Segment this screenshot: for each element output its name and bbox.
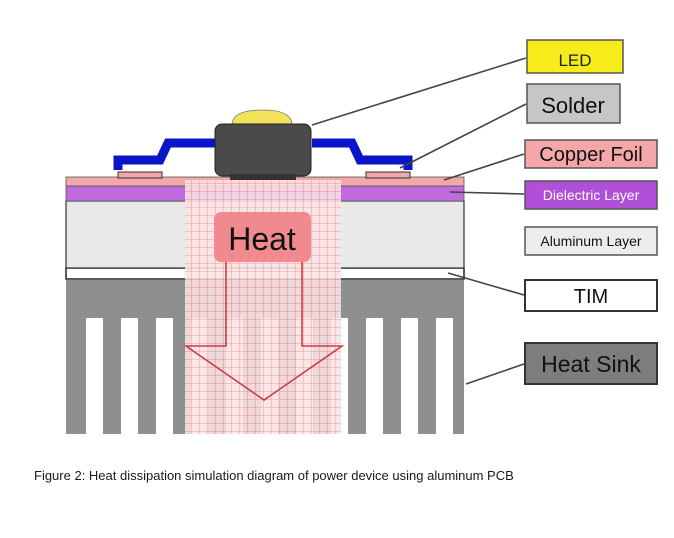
label-aluminum-text: Aluminum Layer	[540, 233, 641, 249]
label-tim-text: TIM	[574, 286, 608, 308]
label-solder: Solder	[526, 83, 621, 124]
led-package	[214, 123, 312, 177]
heat-label: Heat	[228, 221, 296, 257]
label-aluminum-box	[524, 226, 658, 256]
label-tim-box	[524, 279, 658, 312]
label-heat-sink-text: Heat Sink	[541, 351, 641, 377]
left-pad	[117, 171, 163, 179]
label-led-box	[526, 39, 624, 74]
label-heat-sink: Heat Sink	[524, 342, 658, 385]
label-copper-foil: Copper Foil	[524, 139, 658, 169]
heat-sink-body	[66, 280, 464, 434]
label-copper-foil-box	[524, 139, 658, 169]
heat-arrow	[183, 262, 345, 401]
label-copper-foil-text: Copper Foil	[539, 144, 642, 166]
leader-lines	[311, 57, 527, 385]
led-dome	[231, 109, 293, 126]
label-dielectric-box	[524, 180, 658, 210]
label-solder-box	[526, 83, 621, 124]
figure-caption: Figure 2: Heat dissipation simulation di…	[34, 468, 514, 483]
leader-dielectric	[449, 191, 525, 195]
label-led: LED	[526, 39, 624, 74]
label-dielectric-layer: Dielectric Layer	[524, 180, 658, 210]
label-heat-sink-box	[524, 342, 658, 385]
leader-tim	[447, 272, 525, 296]
label-led-text: LED	[558, 51, 591, 70]
leader-led	[311, 57, 527, 126]
solder-joint	[230, 174, 296, 180]
heat-sink-fins	[66, 280, 464, 434]
label-tim: TIM	[524, 279, 658, 312]
label-aluminum-layer: Aluminum Layer	[524, 226, 658, 256]
leader-copper	[443, 153, 525, 181]
leader-heat-sink	[465, 363, 525, 385]
label-dielectric-text: Dielectric Layer	[543, 187, 640, 203]
heat-label-box	[214, 212, 311, 262]
right-pad	[365, 171, 411, 179]
leader-solder	[399, 103, 527, 169]
label-solder-text: Solder	[541, 93, 605, 118]
